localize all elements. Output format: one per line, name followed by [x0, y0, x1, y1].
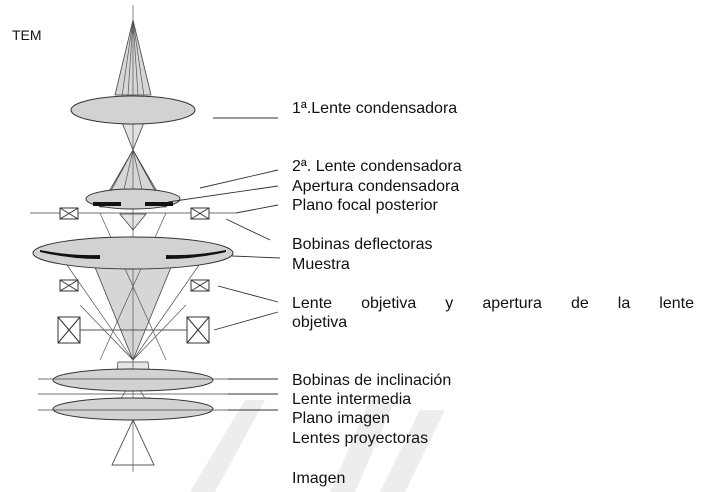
leader-lines	[167, 117, 281, 411]
label-image: Imagen	[292, 470, 346, 487]
intermediate-lens	[52, 368, 214, 392]
label-condenser-1: 1ª.Lente condensadora	[292, 100, 458, 117]
deflector-coil-upper-left	[59, 207, 79, 220]
apertures	[40, 202, 226, 259]
leader-objective-b	[213, 311, 279, 331]
objective-coil-right	[186, 316, 210, 344]
objective-lens	[32, 236, 234, 270]
label-deflector-coils: Bobinas deflectoras	[292, 236, 433, 253]
objective-aperture-left	[40, 250, 100, 259]
label-condenser-2: 2ª. Lente condensadora	[292, 158, 462, 175]
leader-condenser-2	[199, 169, 279, 189]
deflector-coil-lower-left	[59, 279, 79, 292]
label-back-focal-plane: Plano focal posterior	[292, 197, 438, 214]
label-condenser-aperture: Apertura condensadora	[292, 178, 460, 195]
lenses	[32, 95, 234, 421]
diagram-title: TEM	[12, 27, 42, 43]
label-image-plane: Plano imagen	[292, 410, 390, 427]
objective-aperture-right	[166, 250, 226, 259]
label-objective-line1: Lente objetiva y apertura de la lente	[292, 295, 694, 312]
leader-back-focal-plane	[235, 204, 279, 214]
label-intermediate-lens: Lente intermedia	[292, 391, 412, 408]
deflector-coil-upper-right	[190, 207, 210, 220]
leader-condenser-aperture	[167, 185, 279, 203]
label-tilt-coils: Bobinas de inclinación	[292, 372, 452, 389]
leader-objective-a	[217, 285, 279, 303]
projector-lens	[52, 397, 214, 421]
condenser-aperture-right	[145, 202, 173, 206]
leader-deflector-coils	[225, 218, 271, 241]
label-objective-line2: objetiva	[292, 314, 348, 331]
deflector-coil-lower-right	[190, 279, 210, 292]
objective-coil-left	[57, 316, 81, 344]
label-specimen: Muestra	[292, 256, 350, 273]
condenser-aperture-left	[93, 202, 121, 206]
condenser-1-lens	[70, 95, 196, 125]
coils	[57, 207, 210, 344]
label-projector-lenses: Lentes proyectoras	[292, 430, 429, 447]
leader-specimen	[231, 255, 281, 259]
watermark	[190, 400, 445, 492]
